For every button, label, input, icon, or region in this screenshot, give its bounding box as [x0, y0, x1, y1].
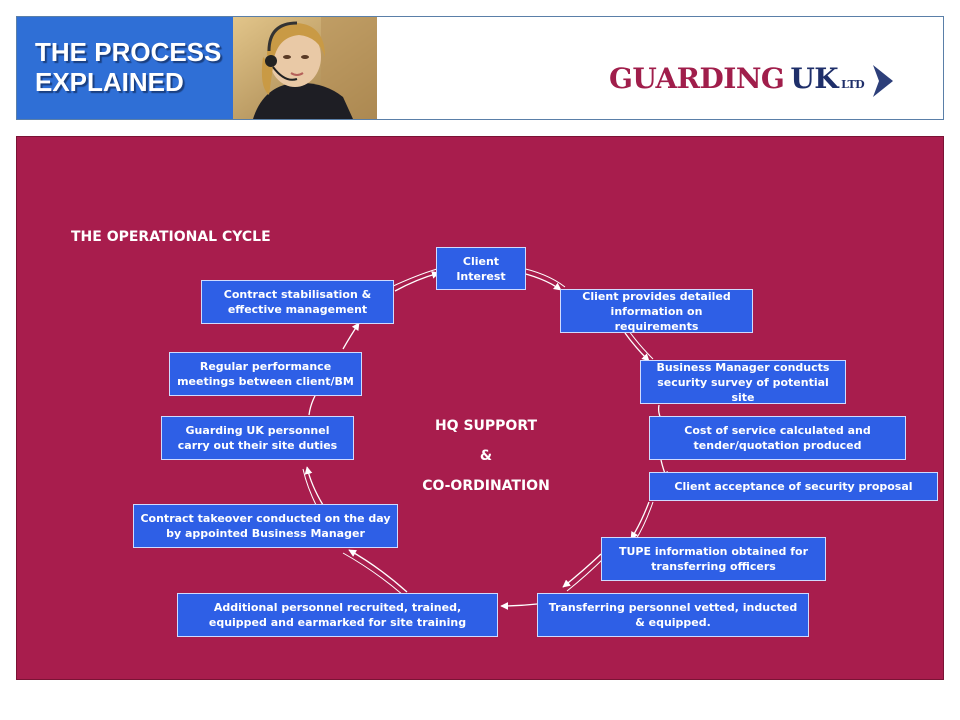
title-line-1: THE PROCESS	[35, 37, 222, 67]
step-client-acceptance: Client acceptance of security proposal	[649, 472, 938, 501]
step-cost-calculated: Cost of service calculated and tender/qu…	[649, 416, 906, 460]
step-client-provides-info: Client provides detailed information on …	[560, 289, 753, 333]
arrow-12-1	[394, 271, 440, 292]
step-additional-personnel: Additional personnel recruited, trained,…	[177, 593, 498, 637]
hq-line-1: HQ SUPPORT	[434, 418, 538, 434]
arrow-5-6	[630, 501, 650, 540]
arrow-9-10	[304, 466, 324, 506]
logo-uk: UK	[790, 62, 839, 95]
logo-ltd: LTD	[841, 78, 865, 91]
hq-line-3: CO-ORDINATION	[422, 478, 550, 494]
cycle-title: THE OPERATIONAL CYCLE	[71, 229, 271, 245]
header: THE PROCESS EXPLAINED GUA	[16, 16, 944, 120]
step-security-survey: Business Manager conducts security surve…	[640, 360, 846, 404]
hq-support-label: HQ SUPPORT & CO-ORDINATION	[401, 411, 571, 501]
logo-arrow-icon	[873, 65, 893, 97]
operational-cycle-panel: THE OPERATIONAL CYCLE	[16, 136, 944, 680]
title-block: THE PROCESS EXPLAINED	[17, 17, 233, 119]
arrow-6-7	[562, 553, 602, 588]
step-performance-meetings: Regular performance meetings between cli…	[169, 352, 362, 396]
title-line-2: EXPLAINED	[35, 67, 184, 97]
step-contract-stabilisation: Contract stabilisation & effective manag…	[201, 280, 394, 324]
hq-line-2: &	[479, 448, 493, 464]
step-client-interest: Client Interest	[436, 247, 526, 290]
page-title: THE PROCESS EXPLAINED	[35, 37, 235, 97]
arrow-11-12	[342, 322, 360, 350]
arrow-8-9	[348, 549, 408, 593]
logo-word: GUARDING	[609, 62, 785, 95]
arrow-7-8	[500, 602, 538, 610]
step-site-duties: Guarding UK personnel carry out their si…	[161, 416, 354, 460]
step-contract-takeover: Contract takeover conducted on the day b…	[133, 504, 398, 548]
operator-photo	[233, 17, 377, 119]
step-tupe-information: TUPE information obtained for transferri…	[601, 537, 826, 581]
step-personnel-vetted: Transferring personnel vetted, inducted …	[537, 593, 809, 637]
arrow-2-3	[624, 332, 650, 362]
